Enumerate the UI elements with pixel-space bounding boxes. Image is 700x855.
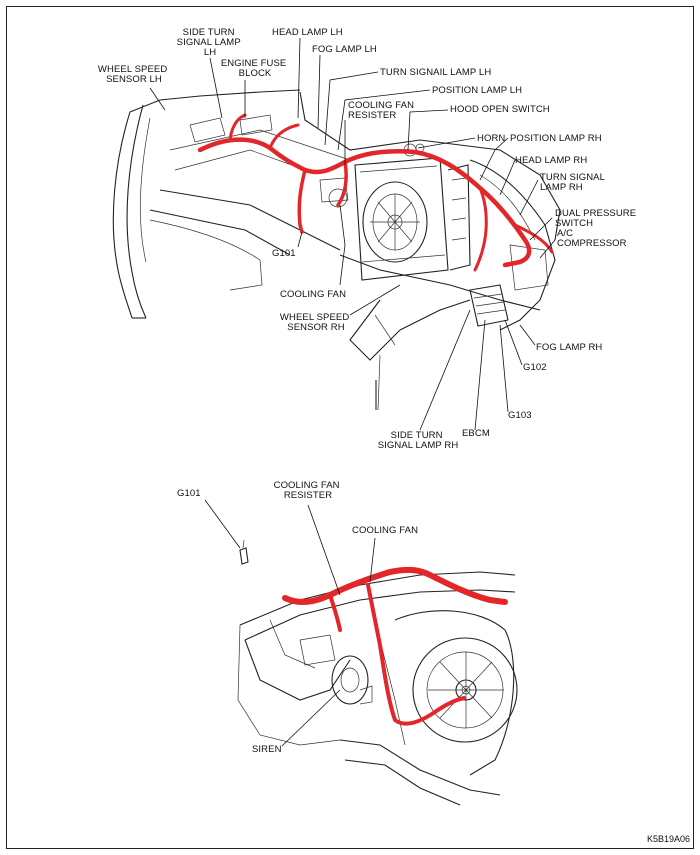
top-labels: WHEEL SPEED SENSOR LH SIDE TURN SIGNAL L… bbox=[98, 27, 639, 451]
label-cooling-fan-detail: COOLING FAN bbox=[352, 525, 418, 536]
detail-vehicle-structure bbox=[237, 539, 518, 806]
label-turn-signal-lamp-lh: TURN SIGNAIL LAMP LH bbox=[380, 67, 491, 78]
detail-wiring-harness bbox=[282, 566, 508, 726]
label-g101-detail: G101 bbox=[177, 488, 201, 499]
label-wheel-speed-sensor-rh: WHEEL SPEED SENSOR RH bbox=[280, 312, 352, 333]
label-position-lamp-rh: POSITION LAMP RH bbox=[510, 133, 602, 144]
top-wiring-harness bbox=[197, 113, 554, 272]
label-position-lamp-lh: POSITION LAMP LH bbox=[432, 85, 522, 96]
label-g101-top: G101 bbox=[272, 248, 296, 259]
label-cooling-fan-resister-top: COOLING FAN RESISTER bbox=[348, 100, 417, 121]
label-wheel-speed-sensor-lh: WHEEL SPEED SENSOR LH bbox=[98, 64, 170, 85]
label-g103: G103 bbox=[508, 410, 532, 421]
label-side-turn-signal-lamp-lh: SIDE TURN SIGNAL LAMP LH bbox=[177, 27, 244, 58]
label-hood-open-switch: HOOD OPEN SWITCH bbox=[450, 104, 550, 115]
label-g102: G102 bbox=[523, 362, 547, 373]
label-horn: HORN bbox=[477, 133, 505, 144]
figure-code: K5B19A06 bbox=[647, 834, 690, 844]
detail-labels: G101 COOLING FAN RESISTER COOLING FAN SI… bbox=[177, 480, 418, 755]
label-fog-lamp-lh: FOG LAMP LH bbox=[312, 44, 377, 55]
label-side-turn-signal-lamp-rh: SIDE TURN SIGNAL LAMP RH bbox=[378, 430, 459, 451]
label-engine-fuse-block: ENGINE FUSE BLOCK bbox=[221, 58, 289, 79]
label-head-lamp-lh: HEAD LAMP LH bbox=[272, 27, 343, 38]
label-fog-lamp-rh: FOG LAMP RH bbox=[536, 342, 602, 353]
top-vehicle-structure bbox=[112, 89, 561, 411]
label-dual-pressure-switch: DUAL PRESSURE SWITCH bbox=[555, 208, 639, 229]
label-ac-compressor: A/C COMPRESSOR bbox=[557, 228, 627, 249]
label-cooling-fan-resister-detail: COOLING FAN RESISTER bbox=[274, 480, 343, 501]
label-ebcm: EBCM bbox=[462, 428, 490, 439]
leader-lines bbox=[149, 37, 556, 747]
label-cooling-fan-top: COOLING FAN bbox=[280, 289, 346, 300]
label-turn-signal-lamp-rh: TURN SIGNAL LAMP RH bbox=[540, 172, 607, 193]
label-head-lamp-rh: HEAD LAMP RH bbox=[515, 155, 587, 166]
label-siren: SIREN bbox=[252, 744, 282, 755]
